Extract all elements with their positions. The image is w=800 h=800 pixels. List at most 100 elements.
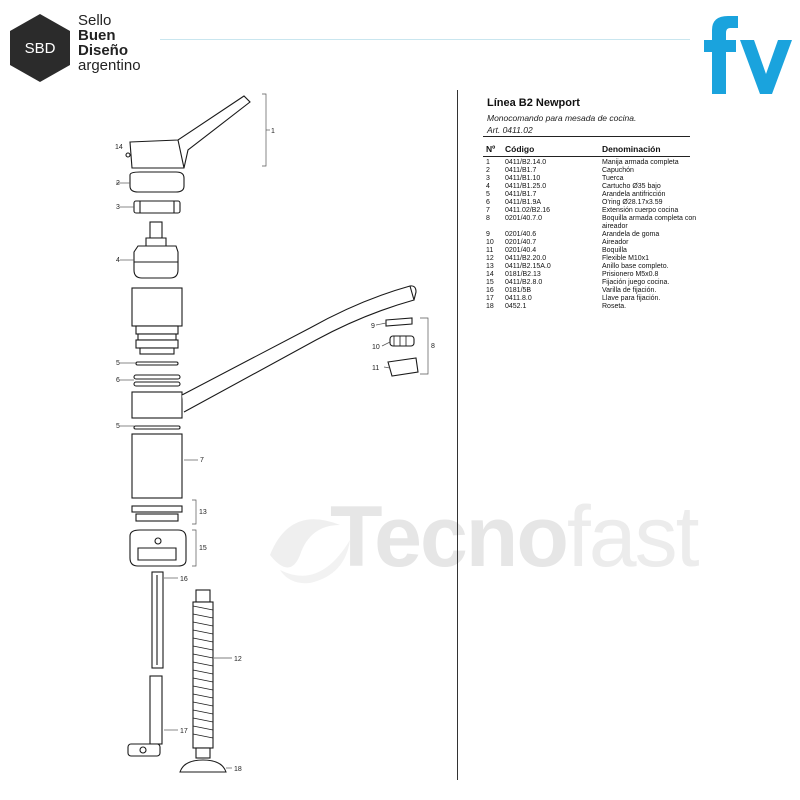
- callout-5a: 5: [116, 360, 120, 367]
- product-article: Art. 0411.02: [487, 125, 533, 135]
- row-number: 17: [486, 295, 494, 302]
- row-name: Tuerca: [602, 175, 624, 182]
- part-handle: [129, 95, 251, 169]
- row-name: Varilla de fijación.: [602, 287, 657, 294]
- row-number: 5: [486, 191, 490, 198]
- part-set-screw: [125, 152, 131, 158]
- row-code: 0411/B1.7: [505, 167, 537, 174]
- row-name: O'ring Ø28.17x3.59: [602, 199, 663, 206]
- part-fixing-key: [127, 675, 163, 757]
- row-number: 2: [486, 167, 490, 174]
- part-flexible-hose: [192, 589, 214, 759]
- row-code: 0201/40.7.0: [505, 215, 542, 222]
- row-code: 0411/B1.25.0: [505, 183, 547, 190]
- row-number: 18: [486, 303, 494, 310]
- row-number: 10: [486, 239, 494, 246]
- row-code: 0411/B1.10: [505, 175, 541, 182]
- part-base-ring: [131, 505, 183, 522]
- row-number: 3: [486, 175, 490, 182]
- row-number: 13: [486, 263, 494, 270]
- row-number: 6: [486, 199, 490, 206]
- row-name: Capuchón: [602, 167, 634, 174]
- callout-9: 9: [371, 323, 375, 330]
- table-header-code: Código: [505, 144, 535, 154]
- product-subtitle: Monocomando para mesada de cocina.: [487, 113, 637, 123]
- row-number: 9: [486, 231, 490, 238]
- row-code: 0411/B2.14.0: [505, 159, 547, 166]
- callout-2: 2: [116, 180, 120, 187]
- callout-4: 4: [116, 257, 120, 264]
- svg-text:SBD: SBD: [25, 40, 56, 57]
- part-fixing-set: [129, 529, 187, 567]
- row-name: Boquilla: [602, 247, 627, 254]
- table-header-number: Nº: [486, 144, 496, 154]
- row-name: Arandela antifricción: [602, 191, 666, 198]
- row-code: 0411/B2.8.0: [505, 279, 543, 286]
- row-number: 16: [486, 287, 494, 294]
- callout-13: 13: [199, 509, 207, 516]
- row-name: Arandela de goma: [602, 231, 660, 238]
- part-orings: [133, 374, 181, 387]
- callout-7: 7: [200, 457, 204, 464]
- product-title: Línea B2 Newport: [487, 97, 580, 109]
- callout-12: 12: [234, 656, 242, 663]
- row-name: Anillo base completo.: [602, 263, 669, 270]
- row-number: 11: [486, 247, 494, 254]
- table-header-rule: [483, 156, 690, 157]
- part-body: [131, 287, 183, 355]
- callout-14: 14: [115, 144, 123, 151]
- row-name: Fijación juego cocina.: [602, 279, 670, 286]
- row-code: 0201/40.6: [505, 231, 537, 238]
- row-number: 14: [486, 271, 494, 278]
- row-code: 0452.1: [505, 303, 527, 310]
- row-name: Roseta.: [602, 303, 627, 310]
- watermark-bold: Tecno: [330, 489, 569, 585]
- callout-11: 11: [372, 365, 379, 372]
- part-washer-lower: [133, 425, 181, 430]
- row-number: 4: [486, 183, 490, 190]
- row-name: Flexible M10x1: [602, 255, 650, 262]
- row-name: Manija armada completa: [602, 159, 679, 166]
- part-aerator-set: [385, 317, 419, 377]
- part-cap: [129, 171, 185, 193]
- part-cartridge: [133, 221, 179, 279]
- callout-15: 15: [199, 545, 207, 552]
- callout-18: 18: [234, 766, 242, 773]
- part-washer-upper: [135, 361, 179, 366]
- row-code: 0411/B2.15A.0: [505, 263, 551, 270]
- row-name: Llave para fijación.: [602, 295, 661, 302]
- seal-line-1: Sello: [78, 12, 112, 29]
- row-code: 0411/B1.7: [505, 191, 537, 198]
- part-nut: [133, 200, 181, 214]
- watermark-light: fast: [566, 489, 700, 585]
- fv-brand-logo: fv: [704, 16, 792, 94]
- row-code: 0411.02/B2.16: [505, 207, 551, 214]
- row-number: 15: [486, 279, 494, 286]
- part-spout: [131, 285, 417, 419]
- callout-10: 10: [372, 344, 380, 351]
- row-name: Aireador: [602, 239, 629, 246]
- seal-line-3: Diseño: [78, 42, 129, 59]
- row-name: Prisionero M5x0.8: [602, 271, 659, 278]
- seal-line-2: Buen: [78, 27, 116, 44]
- row-code: 0181/B2.13: [505, 271, 541, 278]
- callout-3: 3: [116, 204, 120, 211]
- row-code: 0411/B2.20.0: [505, 255, 547, 262]
- row-code: 0181/5B: [505, 287, 532, 294]
- table-top-rule: [483, 136, 690, 137]
- row-number: 8: [486, 215, 490, 222]
- callout-8: 8: [431, 343, 435, 350]
- row-name: Cartucho Ø35 bajo: [602, 183, 661, 190]
- row-number: 1: [486, 159, 490, 166]
- row-code: 0411/B1.9A: [505, 199, 542, 206]
- sbd-seal-logo: SBD: [10, 14, 70, 82]
- callout-5b: 5: [116, 423, 120, 430]
- part-extension: [131, 433, 183, 499]
- row-number: 12: [486, 255, 494, 262]
- seal-line-4: argentino: [78, 57, 141, 74]
- row-code: 0201/40.7: [505, 239, 537, 246]
- row-code: 0201/40.4: [505, 247, 537, 254]
- callout-17: 17: [180, 728, 188, 735]
- row-number: 7: [486, 207, 490, 214]
